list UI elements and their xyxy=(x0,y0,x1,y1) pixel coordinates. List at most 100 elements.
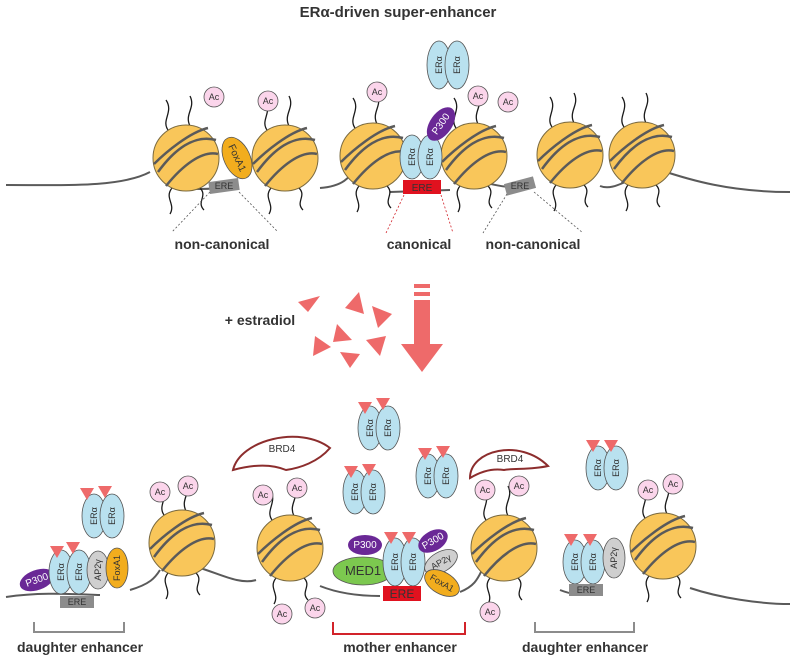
nucleosome xyxy=(338,93,408,213)
mother-enhancer-complex: P300 MED1 ERα ERα P300 AP2γ FoxA1 ERE xyxy=(332,529,460,601)
er-alpha-dimer-liganded: ERα ERα xyxy=(585,440,629,491)
label-non-canonical-right: non-canonical xyxy=(486,236,581,252)
daughter-enhancer-complex-right: ERα ERα AP2γ ERE xyxy=(562,534,626,596)
er-alpha-dimer-liganded: ERα ERα xyxy=(415,446,459,499)
svg-text:ERα: ERα xyxy=(350,483,360,501)
ere-noncanonical: ERE xyxy=(208,177,240,195)
svg-text:ERα: ERα xyxy=(408,553,418,571)
acetyl-group: Ac xyxy=(257,90,279,112)
svg-text:Ac: Ac xyxy=(277,609,288,619)
svg-text:ERE: ERE xyxy=(412,183,433,194)
svg-text:ERE: ERE xyxy=(577,585,596,595)
svg-text:ERα: ERα xyxy=(425,148,435,166)
svg-text:ERE: ERE xyxy=(68,597,87,607)
estradiol-molecules xyxy=(298,292,392,368)
acetyl-group: Ac xyxy=(474,479,496,501)
acetyl-group: Ac xyxy=(366,81,388,103)
svg-text:ERα: ERα xyxy=(107,507,117,525)
svg-text:BRD4: BRD4 xyxy=(269,444,296,455)
nucleosome xyxy=(607,92,677,212)
label-canonical: canonical xyxy=(387,236,452,252)
svg-text:AP2γ: AP2γ xyxy=(609,547,619,569)
svg-text:FoxA1: FoxA1 xyxy=(112,555,122,581)
acetyl-group: Ac xyxy=(149,481,171,503)
svg-text:Ac: Ac xyxy=(473,91,484,101)
svg-text:Ac: Ac xyxy=(643,485,654,495)
label-daughter-enhancer-left: daughter enhancer xyxy=(17,639,144,655)
down-arrow-icon xyxy=(401,284,443,372)
bracket-mother xyxy=(332,622,466,635)
er-alpha-dimer: ERα ERα xyxy=(426,40,470,90)
brd4-protein: BRD4 xyxy=(231,435,332,472)
acetyl-group: Ac xyxy=(252,484,274,506)
svg-text:Ac: Ac xyxy=(372,87,383,97)
bracket-daughter-left xyxy=(33,622,125,633)
svg-text:Ac: Ac xyxy=(155,487,166,497)
svg-text:ERα: ERα xyxy=(365,419,375,437)
svg-text:ERα: ERα xyxy=(611,459,621,477)
daughter-enhancer-complex-left: P300 ERα ERα AP2γ FoxA1 ERE xyxy=(19,542,129,608)
svg-text:Ac: Ac xyxy=(258,490,269,500)
ere-canonical: ERE xyxy=(403,180,441,194)
svg-text:Ac: Ac xyxy=(310,603,321,613)
svg-text:ERα: ERα xyxy=(56,563,66,581)
svg-text:ERE: ERE xyxy=(390,587,415,601)
acetyl-group: Ac xyxy=(203,86,225,108)
dna-strand-top xyxy=(5,167,791,193)
svg-text:P300: P300 xyxy=(353,540,377,551)
acetyl-group: Ac xyxy=(479,601,501,623)
acetyl-group: Ac xyxy=(497,91,519,113)
svg-text:MED1: MED1 xyxy=(345,563,381,578)
svg-text:Ac: Ac xyxy=(514,481,525,491)
acetyl-group: Ac xyxy=(637,479,659,501)
svg-text:BRD4: BRD4 xyxy=(497,454,524,465)
svg-text:Ac: Ac xyxy=(292,483,303,493)
svg-text:ERα: ERα xyxy=(390,553,400,571)
svg-text:AP2γ: AP2γ xyxy=(93,559,103,581)
svg-text:Ac: Ac xyxy=(263,96,274,106)
label-estradiol: + estradiol xyxy=(225,312,295,328)
svg-text:ERα: ERα xyxy=(383,419,393,437)
nucleosome xyxy=(535,92,605,212)
acetyl-group: Ac xyxy=(662,473,684,495)
svg-text:Ac: Ac xyxy=(668,479,679,489)
acetyl-group: Ac xyxy=(467,85,489,107)
er-alpha-dimer: ERα ERα xyxy=(399,134,443,180)
bracket-daughter-right xyxy=(534,622,635,633)
svg-text:ERα: ERα xyxy=(570,553,580,571)
svg-text:ERα: ERα xyxy=(593,459,603,477)
svg-text:ERα: ERα xyxy=(407,148,417,166)
ere-noncanonical: ERE xyxy=(503,176,537,196)
acetyl-group: Ac xyxy=(271,603,293,625)
svg-text:ERα: ERα xyxy=(74,563,84,581)
er-alpha-dimer-liganded: ERα ERα xyxy=(357,398,401,451)
er-alpha-dimer-liganded: ERα ERα xyxy=(342,464,386,515)
svg-text:Ac: Ac xyxy=(209,92,220,102)
brd4-protein: BRD4 xyxy=(468,449,550,480)
svg-text:ERα: ERα xyxy=(89,507,99,525)
figure-title: ERα-driven super-enhancer xyxy=(300,4,497,21)
svg-text:ERα: ERα xyxy=(588,553,598,571)
svg-text:ERα: ERα xyxy=(452,56,462,74)
acetyl-group: Ac xyxy=(508,475,530,497)
label-non-canonical-left: non-canonical xyxy=(175,236,270,252)
svg-text:Ac: Ac xyxy=(183,481,194,491)
svg-text:ERE: ERE xyxy=(215,181,234,191)
dna-strand-bottom xyxy=(5,567,791,605)
svg-text:Ac: Ac xyxy=(480,485,491,495)
label-mother-enhancer: mother enhancer xyxy=(343,639,457,655)
svg-text:Ac: Ac xyxy=(503,97,514,107)
nucleosome xyxy=(151,95,221,215)
svg-text:ERα: ERα xyxy=(441,467,451,485)
label-daughter-enhancer-right: daughter enhancer xyxy=(522,639,649,655)
nucleosome xyxy=(250,95,320,215)
nucleosome xyxy=(628,483,698,603)
svg-text:Ac: Ac xyxy=(485,607,496,617)
nucleosome xyxy=(469,485,539,605)
acetyl-group: Ac xyxy=(286,477,308,499)
p300-protein: P300 xyxy=(426,107,456,141)
acetyl-group: Ac xyxy=(177,475,199,497)
acetyl-group: Ac xyxy=(304,597,326,619)
svg-text:ERα: ERα xyxy=(423,467,433,485)
